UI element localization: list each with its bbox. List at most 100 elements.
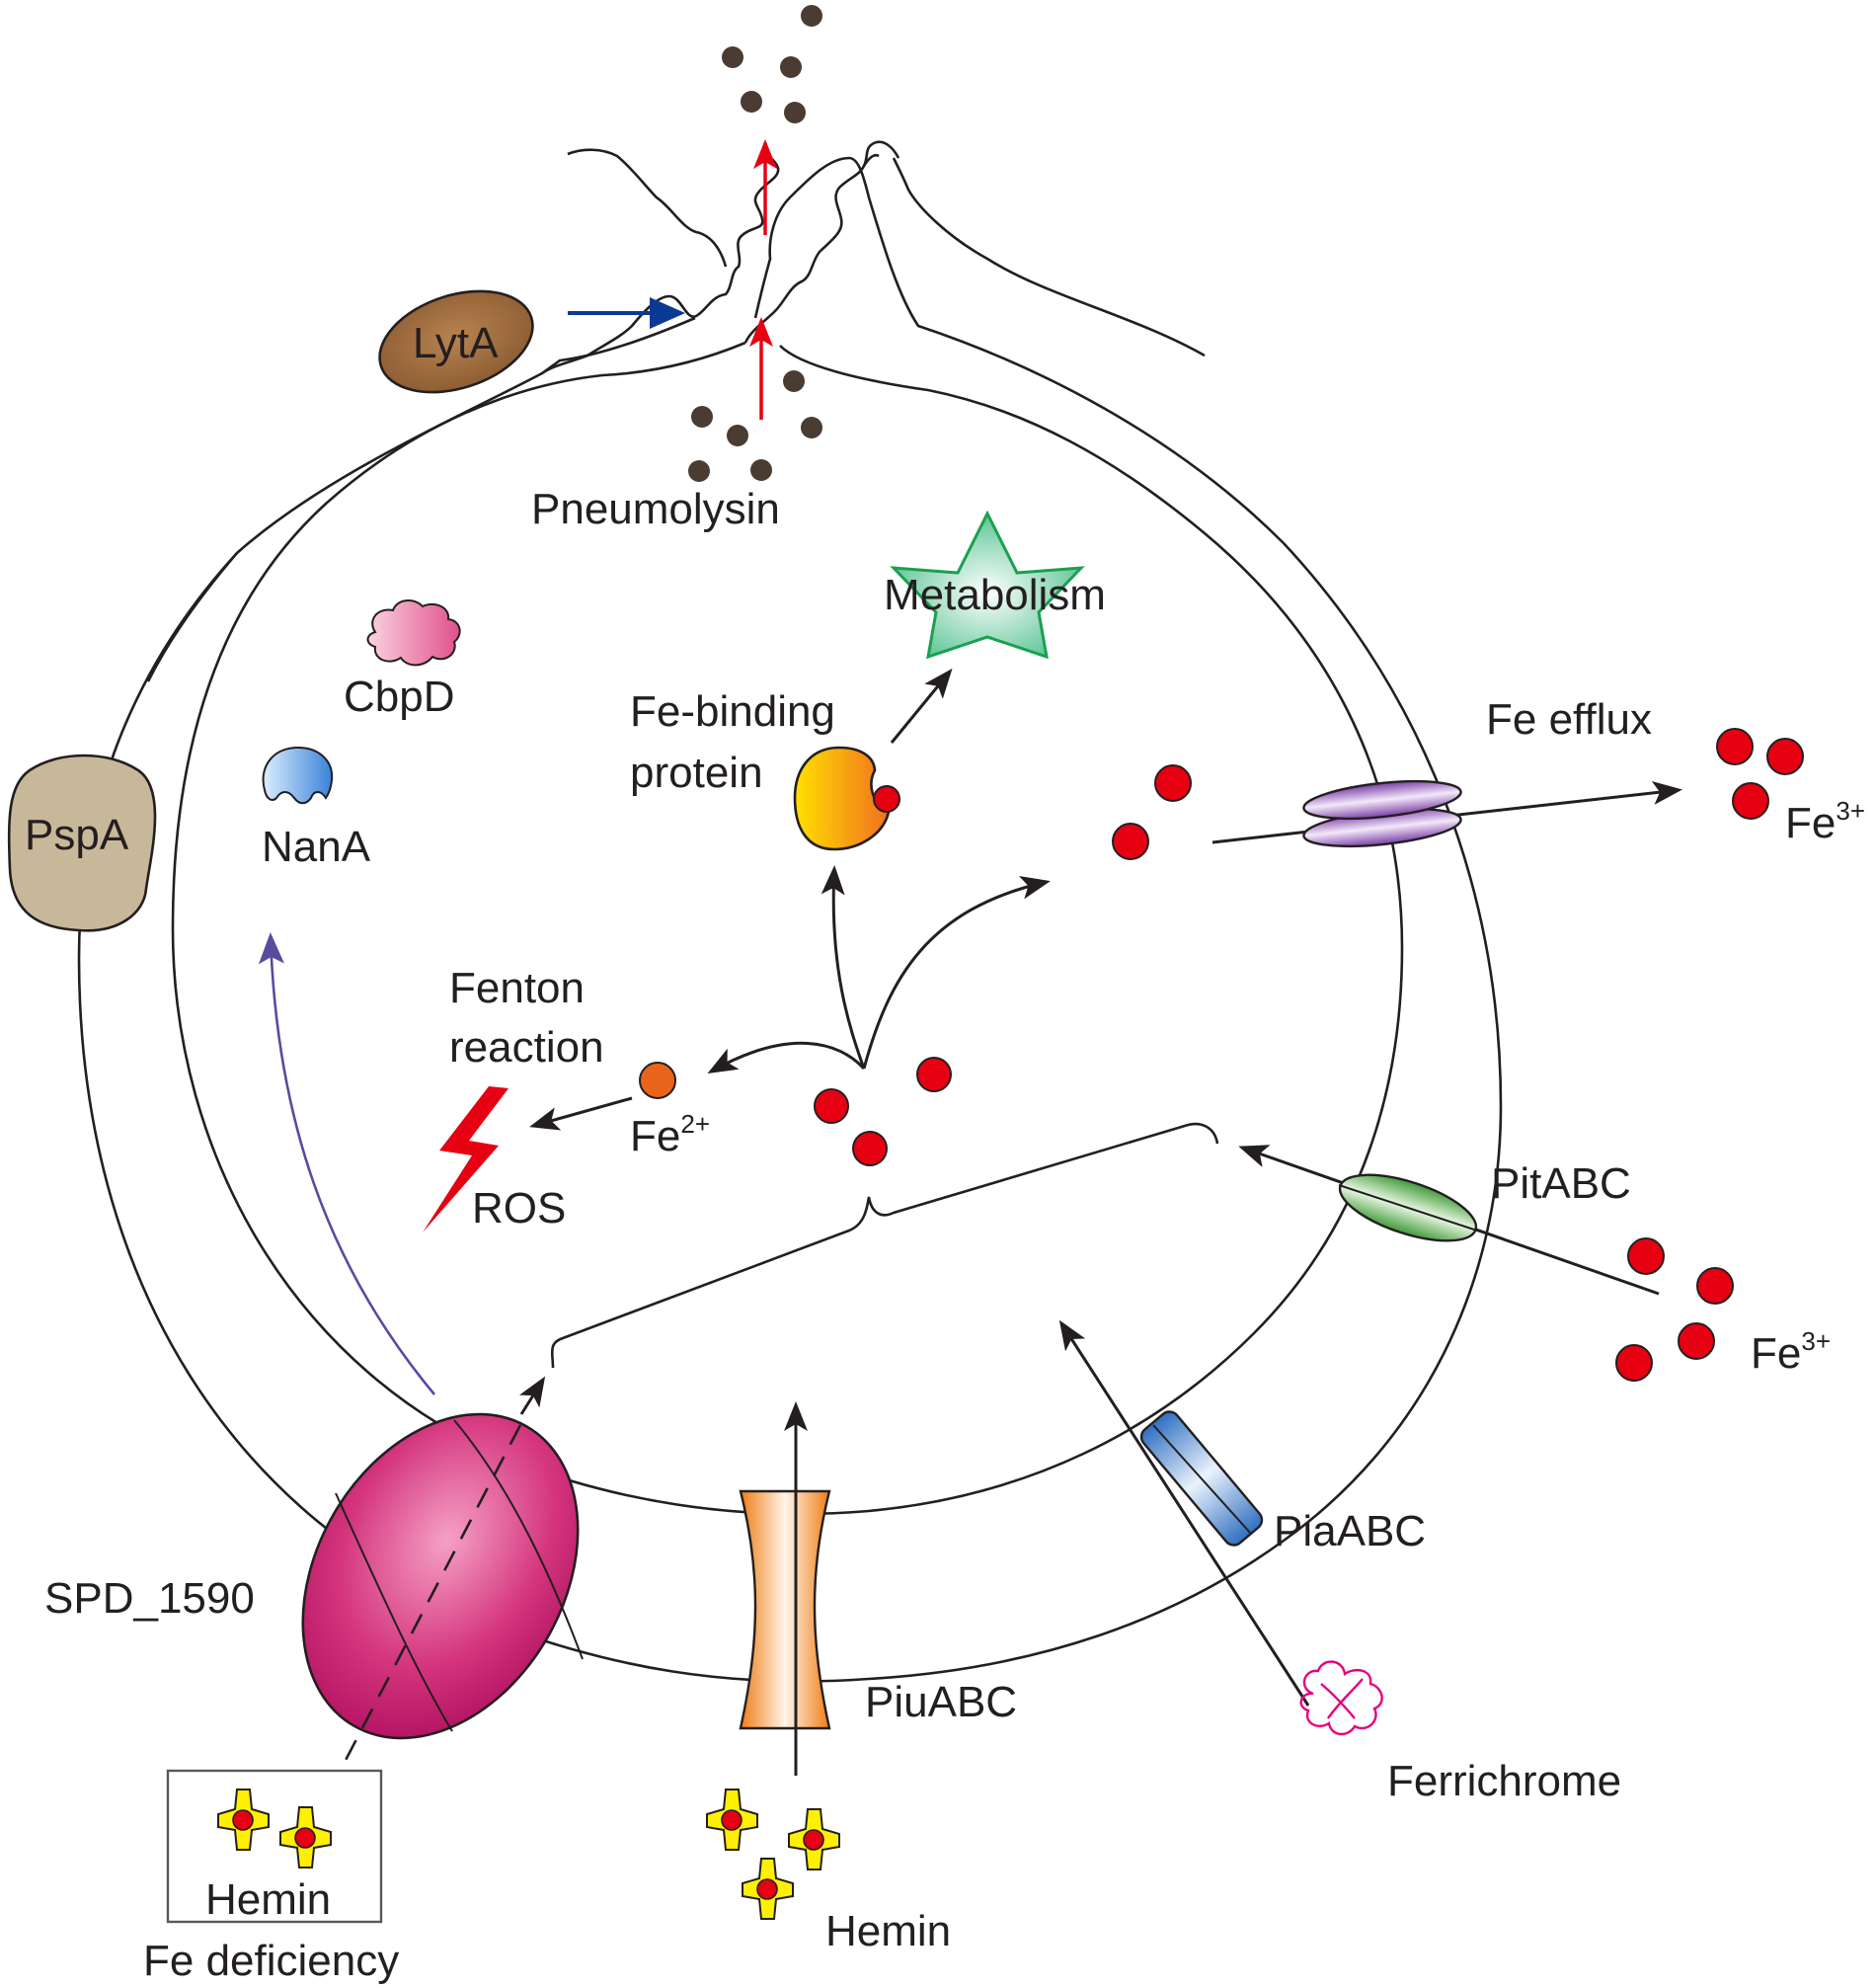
feprotein-to-metabolism-arrow [890,668,953,744]
fe-efflux-label: Fe efflux [1486,695,1652,744]
fe-deficiency-box [166,1769,383,1924]
toxin-dot [688,460,710,482]
pore-left-edge [541,145,780,375]
pitabc-group: PitABC Fe3+ [1238,1145,1831,1382]
pitabc-divider [1338,1184,1478,1232]
metabolism-label: Metabolism [884,571,1106,619]
spd1590-axis [340,1424,522,1769]
spd1590-group: SPD_1590 [44,932,584,1769]
fe3-pitabc-label: Fe3+ [1751,1326,1831,1378]
hemin-box-label: Hemin [205,1875,331,1924]
pneumolysin-group: Pneumolysin [531,5,822,533]
outer-membrane [77,156,1503,1683]
pore-left-outer [567,148,728,268]
toxin-dot [784,102,806,123]
fe-binding-label-line1: Fe-binding [630,687,835,736]
fenton-label-line1: Fenton [449,964,585,1012]
toxin-dot [783,370,805,392]
fe2-to-ros-arrow [529,1096,633,1131]
fe-efflux-group: Fe efflux Fe3+ [1112,695,1865,860]
iron-dot [814,1088,849,1124]
efflux-transporter-upper [1302,779,1462,821]
iron-dot [852,1131,888,1166]
nana-group: NanA [262,746,371,871]
hemin-icon [742,1858,794,1920]
lyta-protein [378,289,534,394]
ros-label: ROS [472,1184,566,1233]
toxin-dot [801,417,822,438]
metabolism-star [890,510,1085,660]
fenton-label-line2: reaction [449,1023,604,1072]
pitabc-label: PitABC [1491,1159,1631,1208]
pore-right-outer [862,153,1206,358]
outer-wall-bump [146,552,238,682]
inner-membrane [171,341,1404,1516]
hemin-icon [788,1808,840,1870]
iron-dot [1615,1344,1653,1382]
lyta-group: LytA [378,289,685,394]
spd1590-label: SPD_1590 [44,1574,255,1623]
fe2-label: Fe2+ [630,1109,710,1160]
fe-deficiency-label: Fe deficiency [143,1937,399,1985]
toxin-dot [750,459,772,481]
piaabc-group: PiaABC Ferrichrome [1058,1319,1621,1805]
imported-iron-dots [1615,1237,1734,1382]
cbpd-protein [366,599,461,667]
cbpd-group: CbpD [344,599,461,721]
iron-dot [1678,1322,1715,1360]
spd1590-to-nana-arrow [258,932,435,1395]
iron-dot [1112,823,1149,860]
iron-dot [1716,728,1754,765]
hemin-icon [706,1789,758,1851]
metabolism-group: Metabolism [884,510,1106,744]
fe-binding-label-line2: protein [630,749,763,797]
toxin-dot [691,406,713,428]
nana-label: NanA [262,823,371,871]
hub-to-freeiron-arrow [862,876,1051,1070]
cell-envelope [77,140,1503,1683]
ferrichrome-icon [1299,1660,1383,1736]
free-iron-dots [814,1057,952,1166]
piaabc-import-arrow [1058,1319,1310,1707]
iron-dot [1696,1267,1734,1305]
fe2-ion [639,1062,676,1099]
spd1590-segment-left [335,1492,453,1732]
hemin-box-group: Hemin Fe deficiency [143,1769,399,1985]
iron-dot [1732,782,1769,820]
pspa-group: PspA [7,754,157,932]
ferrichrome-label: Ferrichrome [1387,1757,1621,1805]
toxin-dot [780,56,802,78]
iron-dot [916,1057,952,1092]
piuabc-transporter [739,1489,831,1730]
pspa-protein [7,754,157,932]
iron-dot [1627,1237,1665,1275]
fe-binding-protein-group: Fe-binding protein [630,687,900,851]
toxin-dot [801,5,822,27]
spd1590-to-import-arrow [519,1376,546,1415]
toxin-dot [722,46,743,68]
toxin-dot [727,425,748,446]
nana-protein [262,746,334,805]
hemin-icon [217,1789,270,1851]
pore-right-edge [743,140,900,344]
iron-dot [1766,738,1804,775]
piuabc-group: PiuABC [739,1401,1017,1776]
toxin-dot [741,91,762,113]
fe3-efflux-label: Fe3+ [1785,796,1865,847]
intracellular-iron-hub: Fe2+ Fenton reaction ROS [423,865,1051,1233]
iron-dot [1154,764,1192,802]
piuabc-label: PiuABC [865,1678,1017,1726]
bound-iron-dot [873,785,900,813]
pneumolysin-label: Pneumolysin [531,485,780,533]
hub-to-feprotein-arrow [821,865,866,1070]
cbpd-label: CbpD [344,673,455,721]
piaabc-label: PiaABC [1274,1507,1426,1555]
toxin-dots-outside [722,5,822,123]
exported-iron-dots [1112,728,1804,860]
import-bracket [550,1122,1219,1369]
toxin-dots-inside [688,370,822,482]
piaabc-divider [1152,1424,1252,1535]
spd1590-segment-right [453,1419,584,1660]
